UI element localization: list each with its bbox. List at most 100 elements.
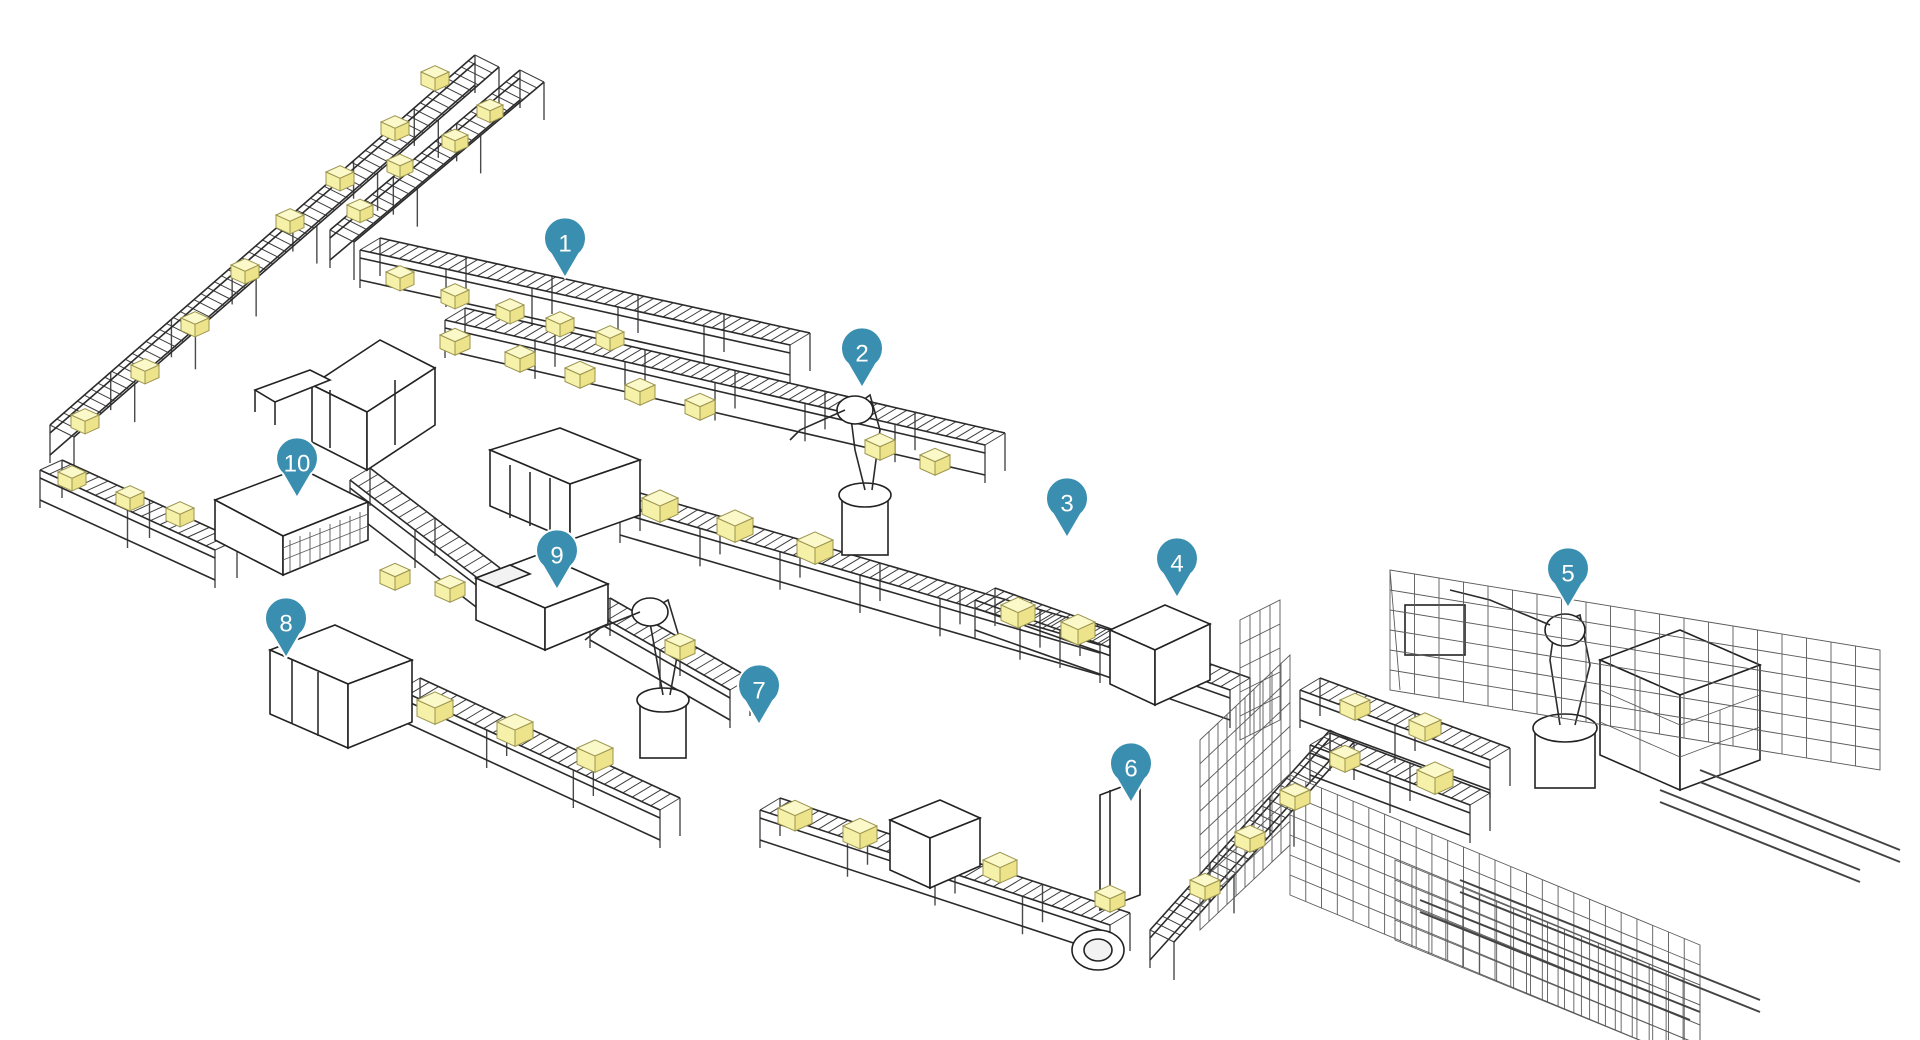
conveyor-roller: [759, 797, 781, 811]
carton: [495, 713, 535, 748]
conveyor-roller: [413, 108, 438, 122]
conveyor-to-palletizer: [1149, 729, 1355, 980]
conveyor-roller: [886, 409, 908, 423]
carton-side: [699, 399, 716, 422]
conveyor-roller: [207, 287, 232, 301]
conveyor-roller: [85, 480, 109, 492]
conveyor-roller: [1090, 629, 1111, 643]
carton: [379, 115, 411, 142]
case-packer: [487, 427, 643, 542]
marker-pin-shape: [1546, 546, 1590, 610]
conveyor-frame: [444, 327, 986, 454]
conveyor-roller: [1042, 615, 1063, 629]
conveyor-roller: [365, 480, 387, 493]
conveyor-roller: [474, 711, 495, 725]
conveyor-roller: [1040, 610, 1062, 624]
conveyor-roller: [1109, 912, 1131, 926]
marker-10[interactable]: 10: [275, 436, 319, 500]
conveyor-roller: [104, 376, 130, 390]
carton-side: [84, 414, 100, 435]
carton-side: [594, 747, 614, 774]
conveyor-roller: [414, 517, 436, 531]
conveyor-roller: [111, 370, 136, 384]
robot-arm-7: [584, 597, 690, 759]
marker-6[interactable]: 6: [1109, 741, 1153, 805]
conveyor-roller: [329, 229, 355, 243]
conveyor-roller: [255, 245, 280, 259]
conveyor-roller: [898, 573, 919, 587]
marker-pin-shape: [1155, 536, 1199, 600]
conveyor-roller: [1299, 677, 1321, 691]
conveyor-roller: [721, 317, 742, 331]
conveyor-roller: [633, 298, 654, 311]
conveyor-roller: [680, 362, 701, 375]
carton: [114, 485, 146, 512]
conveyor-roller: [677, 509, 698, 523]
conveyor-roller: [876, 407, 898, 421]
carton: [345, 198, 375, 224]
conveyor-roller: [607, 607, 628, 621]
marker-8[interactable]: 8: [264, 596, 308, 660]
conveyor-roller: [594, 289, 615, 303]
conveyor-roller: [1385, 709, 1406, 722]
marker-5[interactable]: 5: [1546, 546, 1590, 610]
conveyor-roller: [138, 346, 164, 360]
marker-4[interactable]: 4: [1155, 536, 1199, 600]
fence-bar: [1394, 919, 1689, 1040]
conveyor-roller: [662, 304, 684, 318]
conveyor-roller: [336, 223, 362, 237]
marker-pin-shape: [275, 436, 319, 500]
conveyor-roller: [850, 559, 871, 573]
conveyor-roller: [418, 686, 439, 700]
conveyor-roller: [621, 348, 642, 362]
conveyor-roller: [177, 522, 201, 534]
conveyor-roller: [428, 146, 453, 160]
conveyor-frame: [1299, 689, 1491, 761]
conveyor-roller: [709, 368, 731, 382]
conveyor-roller: [447, 257, 469, 270]
carton-side: [609, 331, 625, 352]
marker-2[interactable]: 2: [840, 326, 884, 390]
carton: [999, 596, 1037, 629]
conveyor-roller: [455, 703, 476, 717]
conveyor-roller: [221, 275, 246, 289]
carton: [1338, 692, 1372, 722]
conveyor-roller: [613, 293, 635, 307]
carton: [1059, 613, 1097, 646]
conveyor-roller: [1162, 915, 1187, 929]
marker-7[interactable]: 7: [737, 663, 781, 727]
carton: [385, 153, 415, 179]
marker-1[interactable]: 1: [543, 216, 587, 280]
conveyor-roller: [439, 536, 460, 550]
conveyor-roller: [622, 780, 644, 794]
conveyor-roller: [1394, 764, 1415, 778]
conveyor-roller: [503, 321, 525, 335]
marker-9[interactable]: 9: [535, 528, 579, 592]
conveyor-roller: [535, 276, 557, 290]
conveyor-roller: [369, 239, 391, 253]
conveyor-roller: [1470, 740, 1492, 754]
conveyor-lower-rail: [49, 84, 476, 456]
conveyor-roller: [672, 306, 693, 320]
carton-side: [659, 497, 679, 524]
carton: [494, 298, 526, 325]
conveyor-roller: [574, 285, 596, 298]
conveyor-roller: [692, 310, 713, 324]
carton-side: [1434, 769, 1454, 796]
conveyor-roller: [1174, 901, 1200, 915]
conveyor-roller: [77, 400, 102, 414]
carton-side: [1249, 831, 1266, 854]
carton: [640, 489, 680, 524]
carton-side: [859, 825, 878, 850]
marker-3[interactable]: 3: [1045, 476, 1089, 540]
carton: [1188, 872, 1222, 902]
conveyor-roller: [984, 432, 1006, 446]
conveyor-roller: [467, 261, 488, 275]
marker-pin-shape: [543, 216, 587, 280]
carton-side: [449, 581, 466, 604]
conveyor-roller: [378, 138, 404, 151]
fence-bar: [1239, 695, 1281, 717]
carton: [776, 799, 814, 832]
labeling-machine-10: [213, 467, 370, 577]
conveyor-roller: [763, 534, 785, 548]
